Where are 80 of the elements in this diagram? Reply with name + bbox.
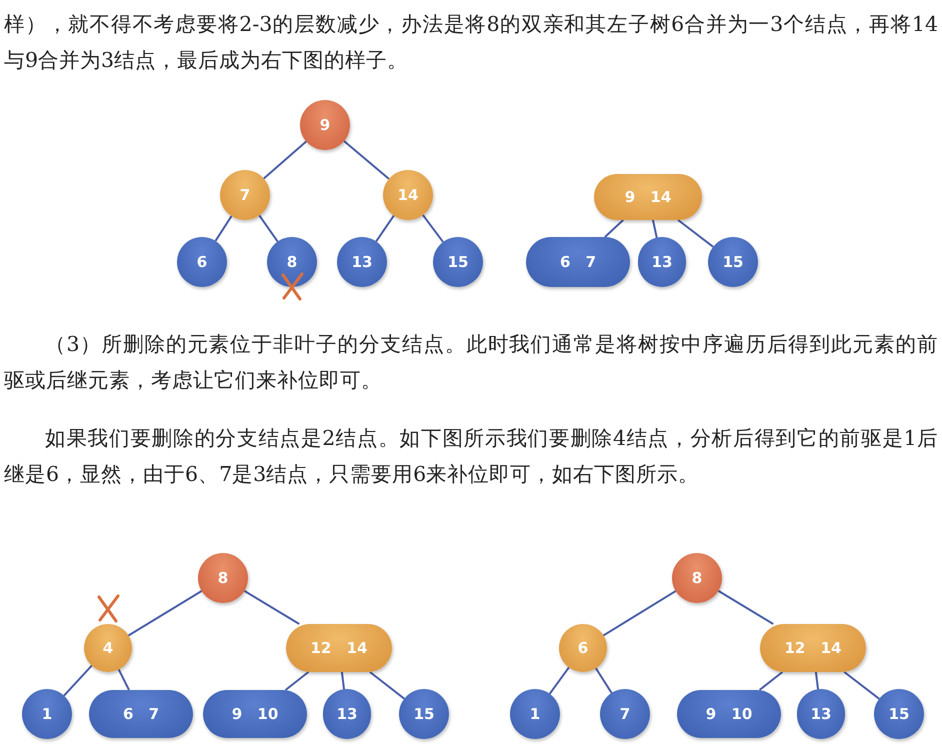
tree-edge bbox=[602, 590, 676, 636]
node-key: 7 bbox=[240, 186, 250, 204]
node-key: 8 bbox=[286, 253, 298, 271]
node-key: 15 bbox=[722, 253, 744, 271]
node-key: 15 bbox=[414, 705, 434, 723]
tree-edge bbox=[595, 668, 612, 694]
tree-node-circle bbox=[337, 237, 387, 287]
tree-edge bbox=[128, 590, 202, 636]
tree-node-circle bbox=[177, 237, 227, 287]
tree-node-circle bbox=[433, 237, 483, 287]
tree-edge bbox=[604, 219, 624, 238]
tree-edge bbox=[548, 666, 570, 694]
node-key: 13 bbox=[336, 705, 358, 723]
tree-node-circle bbox=[300, 100, 350, 150]
tree-edge bbox=[677, 219, 714, 248]
node-key: 9 10 bbox=[232, 705, 278, 723]
node-key: 8 bbox=[692, 569, 702, 587]
tree-node-circle bbox=[323, 689, 371, 739]
tree-edge bbox=[814, 672, 820, 690]
node-key: 8 bbox=[218, 569, 228, 587]
node-key: 12 14 bbox=[310, 639, 368, 657]
tree-edge bbox=[118, 669, 130, 690]
tree-node-pill bbox=[594, 174, 702, 220]
tree-node-pill bbox=[286, 624, 392, 672]
tree-edge bbox=[263, 140, 307, 180]
tree-node-circle bbox=[874, 689, 924, 739]
tree-node-circle bbox=[399, 689, 449, 739]
node-key: 13 bbox=[352, 253, 372, 271]
node-key: 13 bbox=[652, 253, 672, 271]
tree-node-circle bbox=[672, 553, 722, 603]
tree-edge bbox=[844, 671, 880, 700]
tree-edge bbox=[652, 220, 658, 239]
node-key: 14 bbox=[398, 186, 418, 204]
tree-edge bbox=[244, 590, 300, 625]
node-key: 6 bbox=[196, 253, 208, 271]
tree-node-circle bbox=[220, 170, 270, 220]
node-key: 6 7 bbox=[560, 253, 596, 271]
tree-node-circle bbox=[797, 689, 845, 739]
paragraph: （3）所删除的元素位于非叶子的分支结点。此时我们通常是将树按中序遍历后得到此元素的前驱或后继元素，考虑让它们来补位即可。 bbox=[4, 331, 938, 394]
tree-edge bbox=[422, 214, 444, 243]
node-key: 15 bbox=[888, 705, 910, 723]
paragraph: 如果我们要删除的分支结点是2结点。如下图所示我们要删除4结点，分析后得到它的前驱是1后继是6，显然，由于6、7是3结点，只需要用6来补位即可，如右下图所示。 bbox=[4, 425, 938, 488]
tree-edge bbox=[284, 671, 310, 691]
tree-edge bbox=[63, 664, 92, 696]
node-key: 4 bbox=[102, 639, 114, 657]
tree-node-circle bbox=[84, 624, 132, 672]
node-key: 7 bbox=[620, 705, 630, 723]
tree-edge bbox=[214, 216, 232, 242]
node-key: 15 bbox=[448, 253, 468, 271]
node-key: 9 10 bbox=[706, 705, 752, 723]
node-key: 1 bbox=[530, 705, 540, 723]
tree-node-circle bbox=[600, 689, 650, 739]
node-key: 6 7 bbox=[122, 705, 160, 723]
tree-node-circle bbox=[638, 237, 686, 287]
tree-edge bbox=[718, 590, 774, 625]
tree-node-pill bbox=[760, 624, 866, 672]
node-key: 13 bbox=[810, 705, 832, 723]
node-key: 12 14 bbox=[784, 639, 842, 657]
tree-node-pill bbox=[526, 237, 630, 287]
tree-node-circle bbox=[559, 624, 607, 672]
tree-node-circle bbox=[22, 689, 72, 739]
tree-node-pill bbox=[677, 690, 781, 738]
tree-node-pill bbox=[89, 690, 193, 738]
tree-node-circle bbox=[198, 553, 248, 603]
tree-edge bbox=[343, 140, 390, 180]
node-key: 9 14 bbox=[624, 188, 672, 206]
tree-edge bbox=[258, 214, 278, 242]
paragraph: 样），就不得不考虑要将2-3的层数减少，办法是将8的双亲和其左子树6合并为一3个结点，再将14与9合并为3结点，最后成为右下图的样子。 bbox=[4, 11, 938, 74]
tree-node-circle bbox=[267, 237, 317, 287]
node-key: 9 bbox=[320, 116, 330, 134]
tree-edge bbox=[758, 671, 784, 691]
tree-node-pill bbox=[203, 690, 307, 738]
node-key: 6 bbox=[578, 639, 588, 657]
node-key: 1 bbox=[42, 705, 52, 723]
tree-edge bbox=[375, 215, 395, 242]
tree-edge bbox=[369, 671, 405, 700]
tree-node-circle bbox=[708, 237, 758, 287]
tree-node-circle bbox=[383, 170, 433, 220]
tree-node-circle bbox=[510, 689, 560, 739]
tree-edge bbox=[340, 672, 346, 690]
